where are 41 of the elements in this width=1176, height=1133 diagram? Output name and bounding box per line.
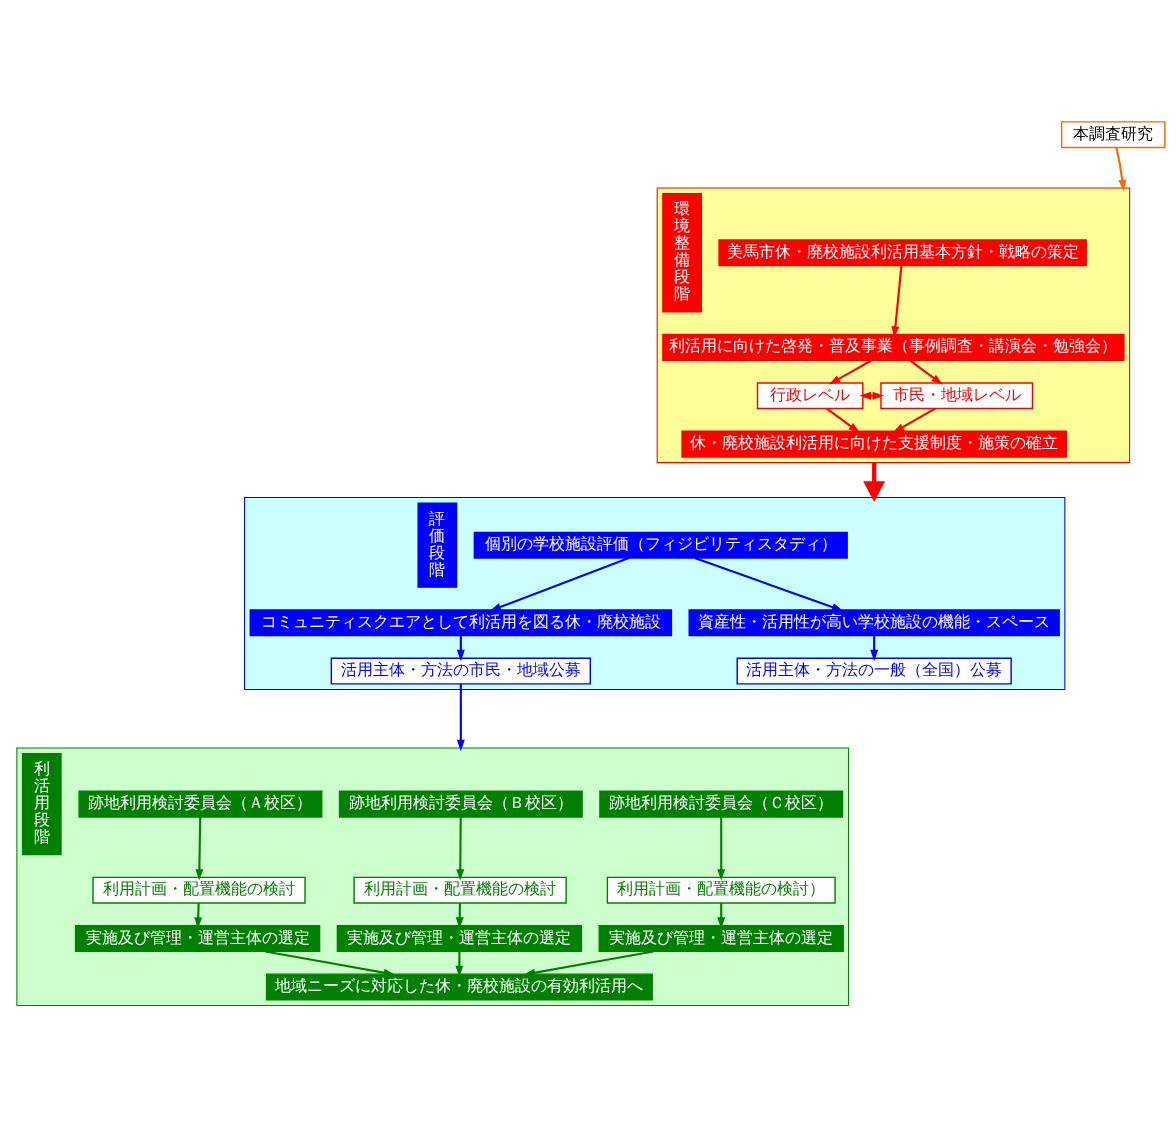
node-box: 評価段階 (417, 502, 458, 588)
node-box: 跡地利用検討委員会（Ｂ校区） (338, 790, 583, 818)
arrow (523, 950, 654, 977)
node-box: 環境整備段階 (662, 193, 702, 313)
cluster (16, 747, 850, 1006)
node-box: 利用計画・配置機能の検討 (92, 876, 306, 904)
node-box: 地域ニーズに対応した休・廃校施設の有効利活用へ (265, 973, 653, 1001)
cluster (656, 187, 1131, 464)
arrow (265, 950, 396, 977)
arrow (489, 557, 630, 612)
node-box: 資産性・活用性が高い学校施設の機能・スペース (688, 609, 1060, 637)
node-box: 利用計画・配置機能の検討） (606, 876, 836, 904)
arrow (717, 816, 726, 881)
node-box: コミュニティスクエアとして利活用を図る休・廃校施設 (249, 609, 673, 637)
arrow (1115, 147, 1127, 192)
node-box: 行政レベル (756, 382, 864, 410)
node-box: 跡地利用検討委員会（Ｃ校区） (599, 790, 844, 818)
node-box: 本調査研究 (1060, 121, 1166, 149)
node-box: 休・廃校施設利活用に向けた支援制度・施策の確立 (681, 430, 1067, 458)
node-box: 実施及び管理・運営主体の選定 (336, 925, 583, 953)
node-box: 活用主体・方法の市民・地域公募 (330, 657, 591, 685)
arrow (694, 557, 844, 611)
node-box: 市民・地域レベル (880, 382, 1034, 410)
arrow (892, 407, 936, 433)
node-box: 利活用段階 (21, 752, 62, 856)
cluster (244, 496, 1066, 691)
node-box: 利用計画・配置機能の検討 (353, 876, 567, 904)
arrow (195, 816, 204, 881)
node-box: 実施及び管理・運営主体の選定 (74, 925, 321, 953)
arrow (826, 407, 861, 434)
node-box: 跡地利用検討委員会（Ａ校区） (78, 790, 323, 818)
arrow (456, 683, 465, 752)
node-box: 個別の学校施設評価（フィジビリティスタディ） (473, 531, 848, 559)
node-box: 利活用に向けた啓発・普及事業（事例調査・講演会・勉強会） (662, 333, 1125, 361)
arrow (909, 359, 943, 385)
node-box: 美馬市休・廃校施設利活用基本方針・戦略の策定 (718, 239, 1087, 267)
node-box: 活用主体・方法の一般（全国）公募 (736, 657, 1012, 685)
arrow (828, 359, 873, 385)
node-box: 実施及び管理・運営主体の選定 (598, 925, 844, 953)
arrow (863, 462, 886, 503)
arrow (456, 816, 465, 881)
